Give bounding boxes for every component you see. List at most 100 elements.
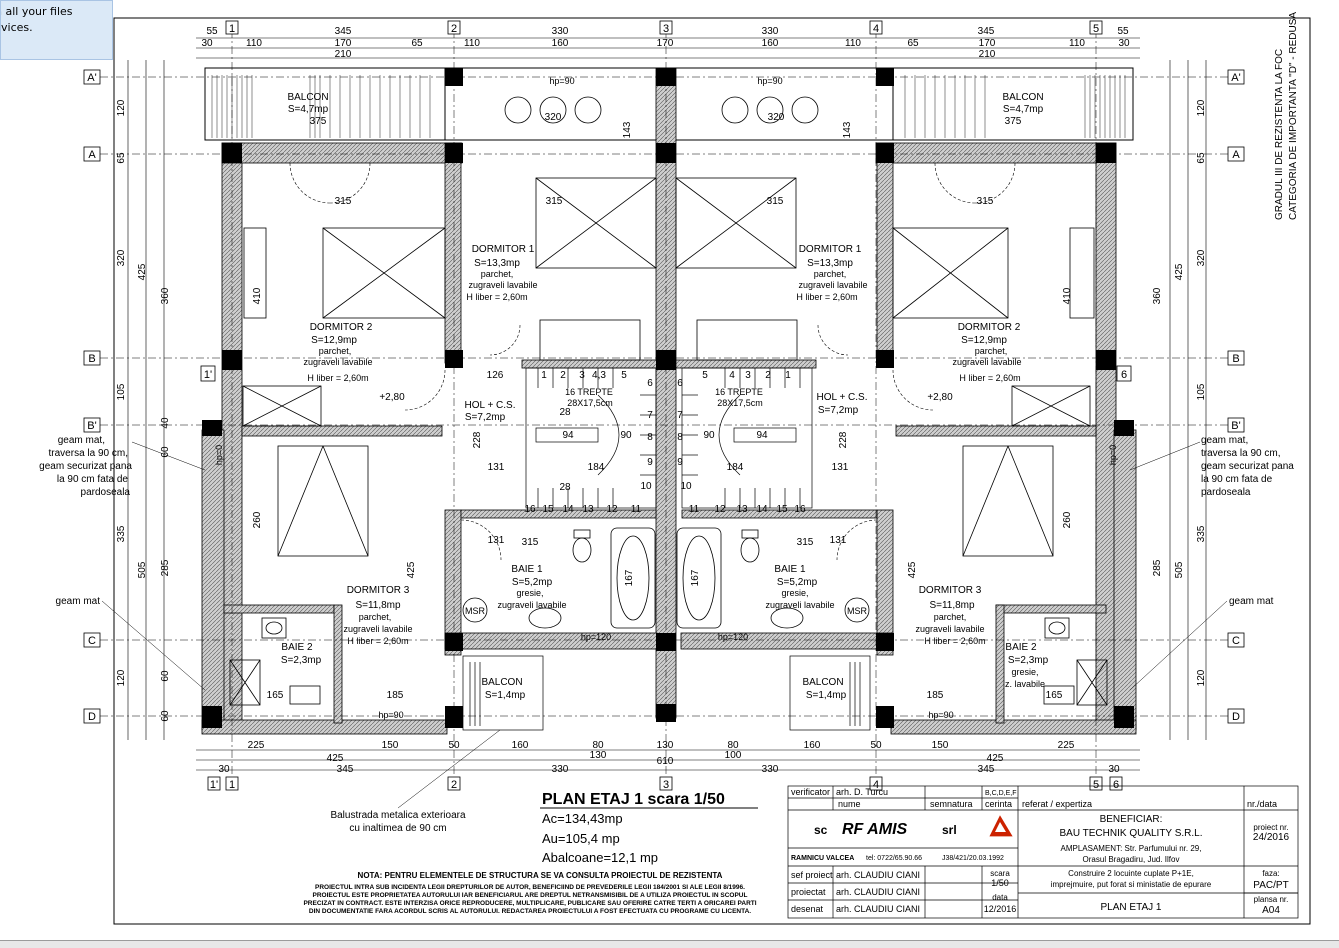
hp-label: hp=120 xyxy=(718,632,748,642)
stair-step-number: 14 xyxy=(756,504,768,515)
notification-popup[interactable]: n all your files vices. xyxy=(0,0,113,60)
value: arh. CLAUDIU CIANI xyxy=(836,904,920,914)
dim-text: 65 xyxy=(1196,152,1207,164)
axis-lines xyxy=(100,30,1230,780)
hp-label: hp=90 xyxy=(549,76,574,86)
stair-step-number: 13 xyxy=(736,504,748,515)
stair-step-number: 5 xyxy=(702,370,708,381)
dim-text: 50 xyxy=(448,740,460,751)
dim-text: 150 xyxy=(932,740,949,751)
dim-text: 120 xyxy=(1196,99,1207,116)
dim-text: 184 xyxy=(727,462,744,473)
room-name: BALCON xyxy=(1002,92,1043,103)
dim-text: 80 xyxy=(727,740,739,751)
column-axis-label: 4 xyxy=(873,779,879,791)
row-axis-label: A xyxy=(88,149,96,161)
dim-text: 167 xyxy=(690,569,701,586)
dim-text: 120 xyxy=(116,99,127,116)
hp-label: hp=0 xyxy=(1108,445,1118,465)
dim-text: 330 xyxy=(762,26,779,37)
hp-label: hp=0 xyxy=(214,445,224,465)
dim-text: 165 xyxy=(267,690,284,701)
company-name: RF AMIS xyxy=(842,821,908,838)
company-prefix: sc xyxy=(814,823,828,837)
dim-text: 160 xyxy=(512,740,529,751)
dim-text: 55 xyxy=(206,26,218,37)
stair-step-number: 12 xyxy=(606,504,618,515)
dim-text: 80 xyxy=(592,740,604,751)
balcony-bottom xyxy=(462,655,871,731)
side-notes: geam mat, traversa la 90 cm, geam securi… xyxy=(39,12,1299,834)
dimension-texts: 55 345 330 330 345 55 30 110 170 65 110 … xyxy=(201,26,1130,775)
dim-text: 130 xyxy=(590,750,607,761)
dim-text: 184 xyxy=(588,462,605,473)
dim-text: 30 xyxy=(201,38,213,49)
dim-text: 425 xyxy=(137,263,148,280)
stair-step-number: 10 xyxy=(640,481,652,492)
dim-text: 90 xyxy=(703,430,715,441)
dim-text: 330 xyxy=(552,764,569,775)
hp-label: hp=120 xyxy=(581,632,611,642)
room-finish: zugraveli lavabile xyxy=(952,357,1021,367)
room-finish: parchet, xyxy=(319,346,352,356)
row-axis-label: D xyxy=(1232,711,1240,723)
dim-text: 100 xyxy=(725,750,742,761)
dim-text: 160 xyxy=(804,740,821,751)
note-line: la 90 cm fata de xyxy=(57,474,129,485)
reg: J38/421/20.03.1992 xyxy=(942,855,1004,862)
plan-title: PLAN ETAJ 1 scara 1/50 xyxy=(542,791,725,808)
dim-text: 160 xyxy=(762,38,779,49)
value: arh. CLAUDIU CIANI xyxy=(836,870,920,880)
room-finish: parchet, xyxy=(975,346,1008,356)
dim-text: 425 xyxy=(987,753,1004,764)
column-axis-label: 1 xyxy=(229,779,235,791)
sheet-frame xyxy=(113,17,1311,925)
stairs-dims: 28X17,5cm xyxy=(717,398,763,408)
column-axis-box xyxy=(225,20,239,35)
row-axis-label: B xyxy=(88,353,95,365)
balcony-top-right xyxy=(892,67,1134,141)
stairs-label: 16 TREPTE xyxy=(565,387,613,397)
msr-label: MSR xyxy=(465,606,486,616)
dim-text: 120 xyxy=(1196,669,1207,686)
room-finish: zugraveli lavabile xyxy=(468,280,537,290)
room-name: DORMITOR 3 xyxy=(919,585,982,596)
dim-text: 40 xyxy=(160,417,171,429)
dim-text: 150 xyxy=(382,740,399,751)
stairs-label: 16 TREPTE xyxy=(715,387,763,397)
stair-step-number: 5 xyxy=(621,370,627,381)
row-axis-label: C xyxy=(88,635,96,647)
room-finish: zugraveli lavabile xyxy=(765,600,834,610)
dim-text: 425 xyxy=(327,753,344,764)
label: faza: xyxy=(1262,869,1279,878)
dim-text: 225 xyxy=(248,740,265,751)
stair-step-number: 6 xyxy=(647,378,653,389)
note-line: geam mat, xyxy=(58,435,105,446)
room-name: DORMITOR 3 xyxy=(347,585,410,596)
row-axis-label: A' xyxy=(1231,72,1240,84)
note-line: traversa la 90 cm, xyxy=(1201,448,1280,459)
stair-step-number: 8 xyxy=(647,432,653,443)
plan-title-area: PLAN ETAJ 1 scara 1/50 Ac=134,43mp Au=10… xyxy=(303,791,758,915)
notification-text: vices. xyxy=(1,21,33,34)
dim-text: 110 xyxy=(1069,38,1085,49)
dim-text: 50 xyxy=(870,740,882,751)
room-area: S=12,9mp xyxy=(311,335,357,346)
column-axis-label: 4 xyxy=(873,23,879,35)
value: arh. CLAUDIU CIANI xyxy=(836,887,920,897)
dim-text: 345 xyxy=(337,764,354,775)
row-axis-box xyxy=(200,365,216,382)
row-axis-label: B' xyxy=(1231,420,1240,432)
room-finish: z. lavabile xyxy=(1005,679,1045,689)
dimension-lines xyxy=(127,37,1207,771)
value: 12/2016 xyxy=(984,904,1017,914)
column-axis-box xyxy=(1089,20,1103,35)
room-name: BAIE 2 xyxy=(1005,642,1037,653)
label: nr./data xyxy=(1247,799,1277,809)
note-line: geam securizat pana xyxy=(1201,461,1294,472)
column-axis-box xyxy=(869,776,883,791)
notification-text: n all your files xyxy=(0,5,73,18)
